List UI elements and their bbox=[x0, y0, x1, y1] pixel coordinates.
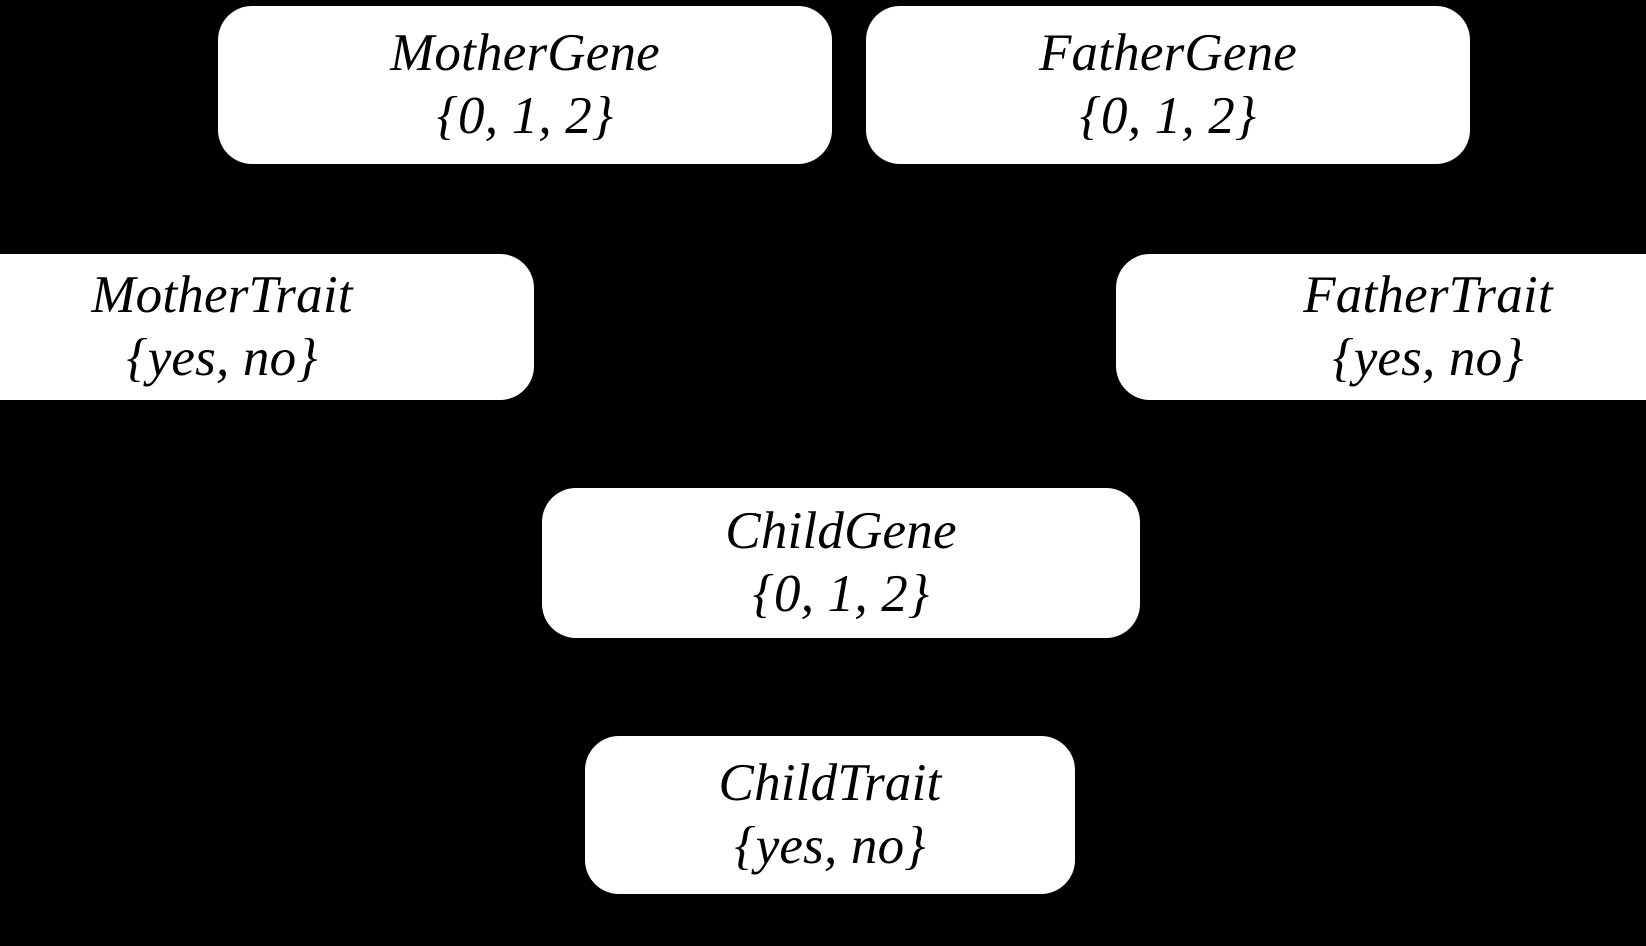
node-mother-gene-label: MotherGene bbox=[390, 23, 660, 82]
node-father-trait-domain: {yes, no} bbox=[1332, 329, 1524, 387]
node-mother-gene-domain: {0, 1, 2} bbox=[436, 87, 614, 145]
node-child-gene-domain: {0, 1, 2} bbox=[752, 565, 930, 623]
node-child-gene-label: ChildGene bbox=[725, 501, 957, 560]
node-father-gene[interactable]: FatherGene {0, 1, 2} bbox=[866, 6, 1470, 164]
node-father-trait-label: FatherTrait bbox=[1303, 265, 1553, 324]
node-mother-gene[interactable]: MotherGene {0, 1, 2} bbox=[218, 6, 832, 164]
node-father-gene-label: FatherGene bbox=[1038, 23, 1298, 82]
node-mother-trait-label: MotherTrait bbox=[91, 265, 353, 324]
node-father-trait[interactable]: FatherTrait {yes, no} bbox=[1116, 254, 1646, 400]
node-mother-trait[interactable]: MotherTrait {yes, no} bbox=[0, 254, 534, 400]
node-child-gene[interactable]: ChildGene {0, 1, 2} bbox=[542, 488, 1140, 638]
node-father-gene-domain: {0, 1, 2} bbox=[1079, 87, 1257, 145]
node-child-trait-label: ChildTrait bbox=[718, 753, 942, 812]
node-child-trait-domain: {yes, no} bbox=[734, 817, 926, 875]
node-child-trait[interactable]: ChildTrait {yes, no} bbox=[585, 736, 1075, 894]
node-mother-trait-domain: {yes, no} bbox=[126, 329, 318, 387]
